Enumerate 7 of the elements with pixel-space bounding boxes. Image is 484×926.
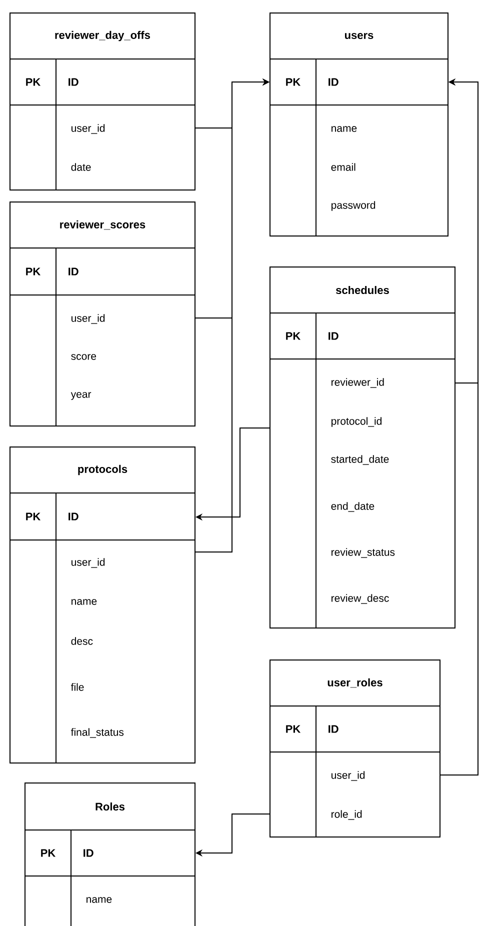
table-box: protocols PK ID user_id name desc file final_status: [10, 446, 196, 764]
table-box: user_roles PK ID user_id role_id: [270, 660, 440, 838]
table-box: reviewer_day_offs PK ID user_id date: [10, 12, 196, 190]
table-box: Roles PK ID name: [24, 782, 196, 926]
table-box: schedules PK ID reviewer_id protocol_id started_date end_date review_status review_desc: [270, 266, 456, 628]
table-box: reviewer_scores PK ID user_id score year: [10, 202, 196, 426]
table-box: users PK ID name email password: [270, 12, 448, 236]
